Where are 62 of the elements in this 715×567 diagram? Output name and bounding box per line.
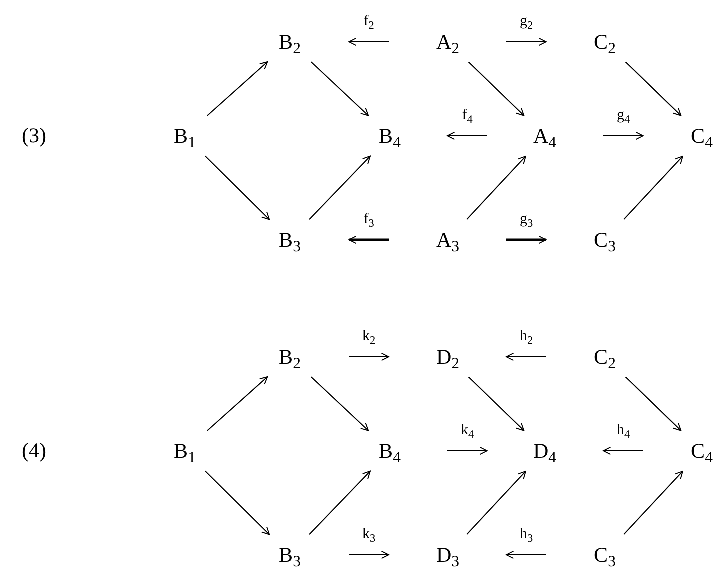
arrow: [624, 156, 684, 220]
edge-label: f$_{4}$: [460, 108, 475, 124]
arrow: [349, 352, 390, 362]
arrow: [604, 132, 644, 140]
equation-number: (4): [22, 440, 46, 462]
arrow: [506, 352, 546, 362]
object-label: C$_{4}$: [691, 126, 713, 146]
object-label: D$_{2}$: [436, 346, 460, 368]
object-label: B$_{1}$: [174, 126, 196, 146]
arrow: [311, 376, 370, 432]
object-label: B$_{1}$: [174, 440, 196, 462]
arrow: [506, 38, 547, 46]
object-label: D$_{4}$: [533, 440, 557, 462]
arrow: [348, 236, 389, 244]
edge-label: k$_{4}$: [458, 424, 476, 438]
equation-number: (3): [22, 126, 46, 146]
arrow: [205, 156, 270, 220]
arrow: [448, 446, 488, 456]
object-label: C$_{3}$: [594, 544, 616, 566]
edge-label: k$_{2}$: [360, 330, 378, 344]
arrow: [205, 470, 270, 536]
edge-label: h$_{2}$: [518, 330, 536, 344]
object-label: A$_{2}$: [436, 32, 460, 52]
object-label: B$_{3}$: [279, 544, 301, 566]
arrow: [309, 470, 371, 536]
edge-label: g$_{4}$: [614, 108, 632, 124]
object-label: C$_{3}$: [594, 230, 616, 250]
object-label: B$_{3}$: [279, 230, 301, 250]
arrow: [603, 446, 644, 456]
edge-label: h$_{3}$: [518, 528, 536, 542]
arrow: [468, 62, 525, 116]
arrow: [349, 550, 390, 560]
object-label: B$_{2}$: [279, 346, 301, 368]
arrow: [468, 376, 525, 432]
object-label: A$_{3}$: [436, 230, 460, 250]
object-label: B$_{2}$: [279, 32, 301, 52]
arrow: [506, 550, 546, 560]
arrow: [625, 376, 682, 432]
arrow: [447, 132, 488, 140]
arrow: [348, 38, 389, 46]
edge-label: f$_{3}$: [362, 212, 376, 228]
object-label: C$_{4}$: [691, 440, 713, 462]
object-label: C$_{2}$: [594, 346, 616, 368]
object-label: D$_{3}$: [436, 544, 460, 566]
object-label: B$_{4}$: [379, 440, 401, 462]
edge-label: g$_{2}$: [518, 14, 536, 30]
arrow: [466, 156, 526, 220]
arrow: [206, 376, 268, 432]
edge-label: f$_{2}$: [362, 14, 376, 30]
edge-label: g$_{3}$: [518, 212, 536, 228]
arrow: [206, 62, 268, 116]
arrow: [466, 470, 526, 535]
edge-label: k$_{3}$: [360, 528, 378, 542]
arrow: [624, 470, 684, 535]
object-label: A$_{4}$: [533, 126, 557, 146]
edge-label: h$_{4}$: [614, 424, 632, 438]
object-label: C$_{2}$: [594, 32, 616, 52]
arrow: [311, 62, 370, 116]
object-label: B$_{4}$: [379, 126, 401, 146]
arrow: [309, 156, 371, 220]
arrow: [625, 62, 682, 116]
arrow: [506, 236, 547, 244]
